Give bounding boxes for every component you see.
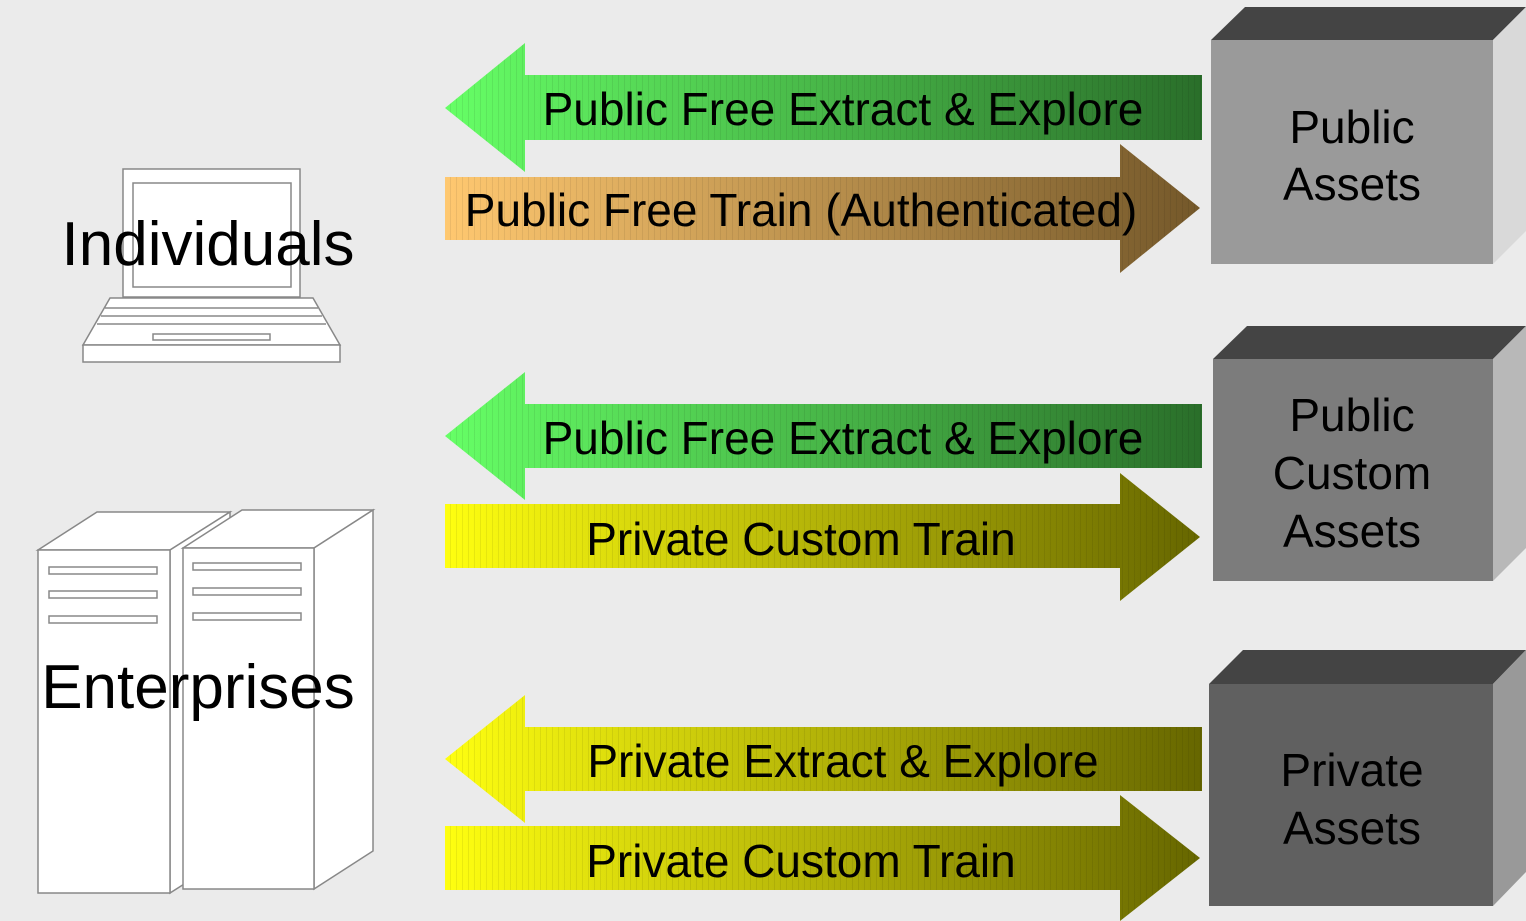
private-extract-arrow: Private Extract & Explore bbox=[445, 695, 1202, 823]
private-assets-box: Private Assets bbox=[1209, 650, 1526, 906]
asset-label-line: Private bbox=[1280, 744, 1423, 796]
arrow-label: Public Free Extract & Explore bbox=[543, 412, 1144, 464]
asset-label-line: Assets bbox=[1283, 158, 1421, 210]
arrow-label: Private Custom Train bbox=[586, 513, 1015, 565]
asset-label-line: Public bbox=[1289, 389, 1414, 441]
arrow-label: Public Free Extract & Explore bbox=[543, 83, 1144, 135]
individuals-label: Individuals bbox=[62, 210, 355, 279]
asset-label-line: Assets bbox=[1283, 802, 1421, 854]
arrow-label: Private Custom Train bbox=[586, 835, 1015, 887]
asset-label-line: Assets bbox=[1283, 505, 1421, 557]
private-custom-train-arrow: Private Custom Train bbox=[445, 473, 1200, 601]
public-free-train-arrow: Public Free Train (Authenticated) bbox=[445, 144, 1200, 273]
arrow-label: Public Free Train (Authenticated) bbox=[465, 184, 1137, 236]
server-rack-icon bbox=[35, 508, 376, 895]
enterprises-label: Enterprises bbox=[41, 653, 355, 722]
public-custom-assets-box: Public Custom Assets bbox=[1213, 326, 1526, 581]
asset-label-line: Custom bbox=[1273, 447, 1431, 499]
asset-label-line: Public bbox=[1289, 101, 1414, 153]
public-free-extract-arrow-2: Public Free Extract & Explore bbox=[445, 372, 1202, 500]
public-assets-box: Public Assets bbox=[1211, 7, 1526, 264]
public-free-extract-arrow: Public Free Extract & Explore bbox=[445, 43, 1202, 172]
laptop-icon bbox=[81, 168, 342, 363]
arrow-label: Private Extract & Explore bbox=[587, 735, 1098, 787]
private-custom-train-arrow-2: Private Custom Train bbox=[445, 795, 1200, 921]
